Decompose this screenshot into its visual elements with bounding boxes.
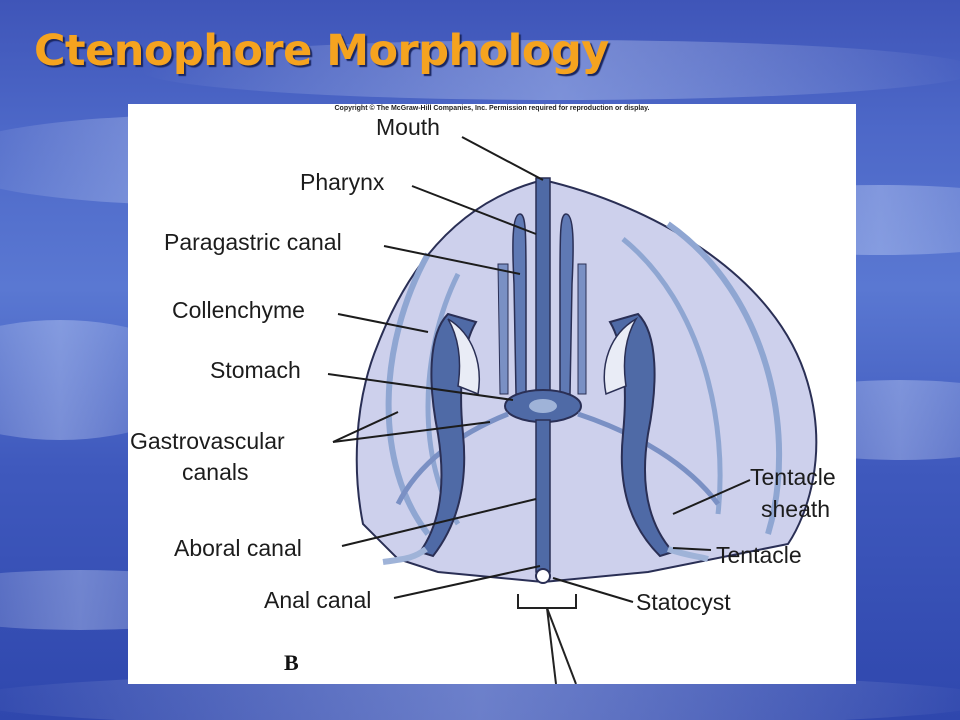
ctenophore-diagram: Mouth Pharynx Paragastric canal Collench… [130,114,836,684]
label-tentacle-sheath-line2: sheath [761,496,830,522]
aboral-canal [535,419,551,573]
label-gastrovascular-line1: Gastrovascular [130,428,285,454]
label-collenchyme: Collenchyme [172,297,305,323]
label-stomach: Stomach [210,357,301,383]
label-paragastric-canal: Paragastric canal [164,229,342,255]
tentacle-left [382,546,428,565]
label-gastrovascular-line2: canals [182,459,248,485]
gastrovascular-branch-right [577,411,720,506]
copyright-notice: Copyright © The McGraw-Hill Companies, I… [334,105,650,112]
tentacle-sheath-right [608,312,675,558]
paragastric-canal-left [512,213,527,395]
leader-lines [327,136,751,603]
pointer-line [546,607,577,684]
panel-letter: B [284,650,299,675]
scale-bracket [517,594,577,609]
paragastric-canal-far-right [577,263,587,395]
tentacle-fan-right [603,316,639,396]
comb-canal-right-inner [621,237,723,515]
statocyst [535,568,551,584]
comb-canal-right-outer [666,221,783,535]
label-aboral-canal: Aboral canal [174,535,302,561]
body-outline [355,178,818,584]
label-tentacle: Tentacle [716,542,802,568]
ctenophore-figure: Copyright © The McGraw-Hill Companies, I… [128,104,856,684]
label-pharynx: Pharynx [300,169,385,195]
tentacle-fan-left [447,318,480,396]
paragastric-canal-far-left [497,263,509,395]
label-statocyst: Statocyst [636,589,731,615]
label-tentacle-sheath-line1: Tentacle [750,464,836,490]
pointer-line [546,607,557,684]
label-anal-canal: Anal canal [264,587,371,613]
tentacle-right [667,546,709,562]
label-mouth: Mouth [376,114,440,140]
pharynx [535,177,551,395]
stomach-lumen [529,399,557,413]
paragastric-canal-right [559,213,574,395]
slide-title: Ctenophore Morphology [34,26,609,76]
comb-canal-left-outer [385,252,431,536]
